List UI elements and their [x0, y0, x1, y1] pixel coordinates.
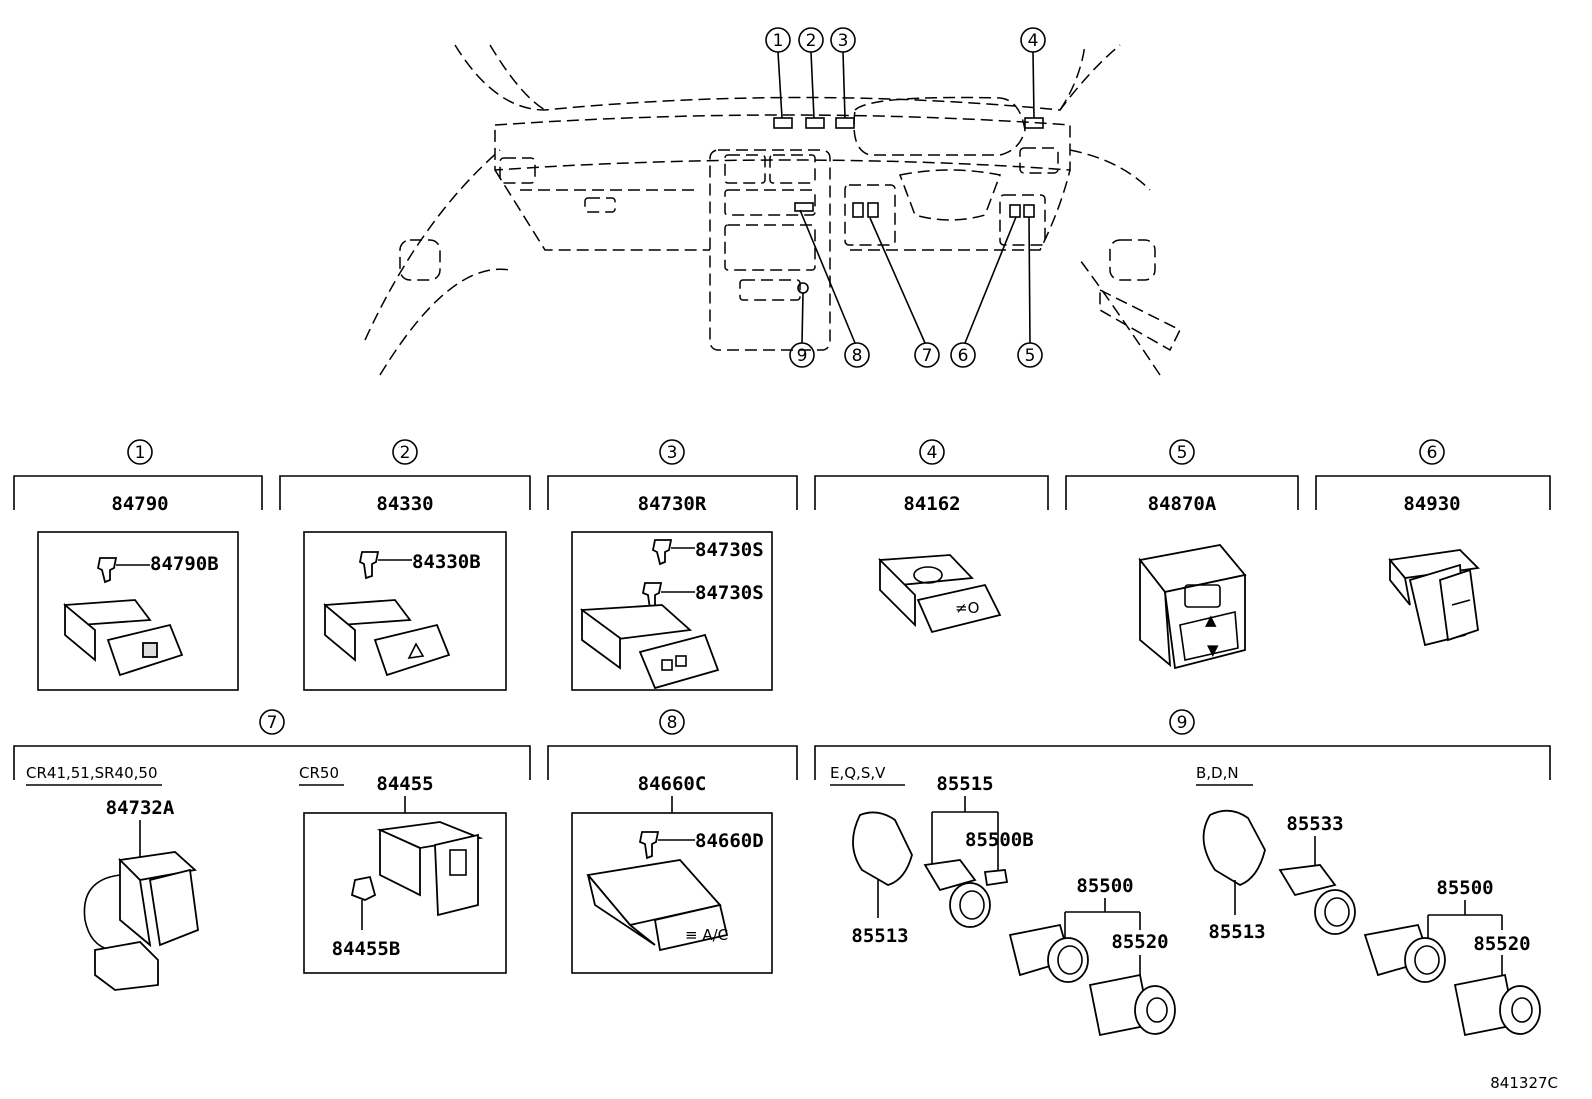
part-84790B: 84790B [150, 553, 219, 575]
svg-text:1: 1 [773, 31, 784, 51]
section-8: 8 84660C 84660D ≡ A/C [547, 709, 798, 974]
section-6: 6 84930 [1315, 439, 1551, 647]
part-84870A: 84870A [1148, 493, 1217, 515]
callout-4: 4 [1020, 27, 1046, 53]
svg-text:6: 6 [958, 346, 969, 366]
part-85520-b: 85520 [1473, 933, 1530, 955]
callout-2: 2 [798, 27, 824, 53]
callout-6: 6 [950, 342, 976, 368]
callout-8: 8 [844, 342, 870, 368]
part-85513-b: 85513 [1208, 921, 1265, 943]
part-84455B: 84455B [332, 938, 401, 960]
svg-text:2: 2 [400, 443, 411, 463]
part-84930: 84930 [1403, 493, 1460, 515]
variant-cr41: CR41,51,SR40,50 [26, 764, 158, 782]
part-85515: 85515 [936, 773, 993, 795]
part-84730S-a: 84730S [695, 539, 764, 561]
part-85513-a: 85513 [851, 925, 908, 947]
svg-text:9: 9 [1177, 713, 1188, 733]
part-85533: 85533 [1286, 813, 1343, 835]
section-5: 5 84870A ▲ ▼ [1065, 439, 1299, 670]
dashboard-overview [364, 44, 1182, 376]
callout-9: 9 [789, 342, 815, 368]
part-85500-a: 85500 [1076, 875, 1133, 897]
overview-callouts: 1 2 3 4 9 8 7 6 5 [765, 27, 1046, 368]
callout-7: 7 [914, 342, 940, 368]
variant-cr50: CR50 [299, 764, 339, 782]
svg-text:≡ A/C: ≡ A/C [685, 926, 728, 944]
callout-3: 3 [830, 27, 856, 53]
svg-text:▼: ▼ [1207, 641, 1219, 659]
variant-bdn: B,D,N [1196, 764, 1239, 782]
svg-text:▲: ▲ [1205, 611, 1217, 629]
section-9: 9 E,Q,S,V B,D,N 85515 85500B 85513 85500… [814, 709, 1551, 1037]
section-2: 2 84330 84330B [279, 439, 531, 691]
svg-text:4: 4 [1028, 31, 1039, 51]
svg-text:1: 1 [135, 443, 146, 463]
part-84790: 84790 [111, 493, 168, 515]
part-84455: 84455 [376, 773, 433, 795]
svg-text:7: 7 [922, 346, 933, 366]
svg-text:2: 2 [806, 31, 817, 51]
part-84660D: 84660D [695, 830, 764, 852]
section-3: 3 84730R 84730S 84730S [547, 439, 798, 691]
part-84730R: 84730R [638, 493, 707, 515]
svg-text:≠O: ≠O [955, 599, 979, 617]
part-85500-b: 85500 [1436, 877, 1493, 899]
part-84330: 84330 [376, 493, 433, 515]
section-1: 1 84790 84790B [13, 439, 263, 691]
part-85500B: 85500B [965, 829, 1034, 851]
part-84732A: 84732A [106, 797, 175, 819]
svg-text:5: 5 [1025, 346, 1036, 366]
svg-text:6: 6 [1427, 443, 1438, 463]
section-4: 4 84162 ≠O [814, 439, 1049, 634]
part-85520-a: 85520 [1111, 931, 1168, 953]
callout-5: 5 [1017, 342, 1043, 368]
part-84330B: 84330B [412, 551, 481, 573]
svg-text:8: 8 [852, 346, 863, 366]
part-84660C: 84660C [638, 773, 707, 795]
svg-text:4: 4 [927, 443, 938, 463]
part-84730S-b: 84730S [695, 582, 764, 604]
svg-text:5: 5 [1177, 443, 1188, 463]
diagram-code: 841327C [1490, 1074, 1558, 1092]
svg-text:8: 8 [667, 713, 678, 733]
variant-eqsv: E,Q,S,V [830, 764, 886, 782]
part-84162: 84162 [903, 493, 960, 515]
svg-text:3: 3 [667, 443, 678, 463]
section-7: 7 CR41,51,SR40,50 CR50 84732A 84455 8445… [13, 709, 531, 991]
svg-text:9: 9 [797, 346, 808, 366]
svg-text:7: 7 [267, 713, 278, 733]
callout-1: 1 [765, 27, 791, 53]
svg-text:3: 3 [838, 31, 849, 51]
